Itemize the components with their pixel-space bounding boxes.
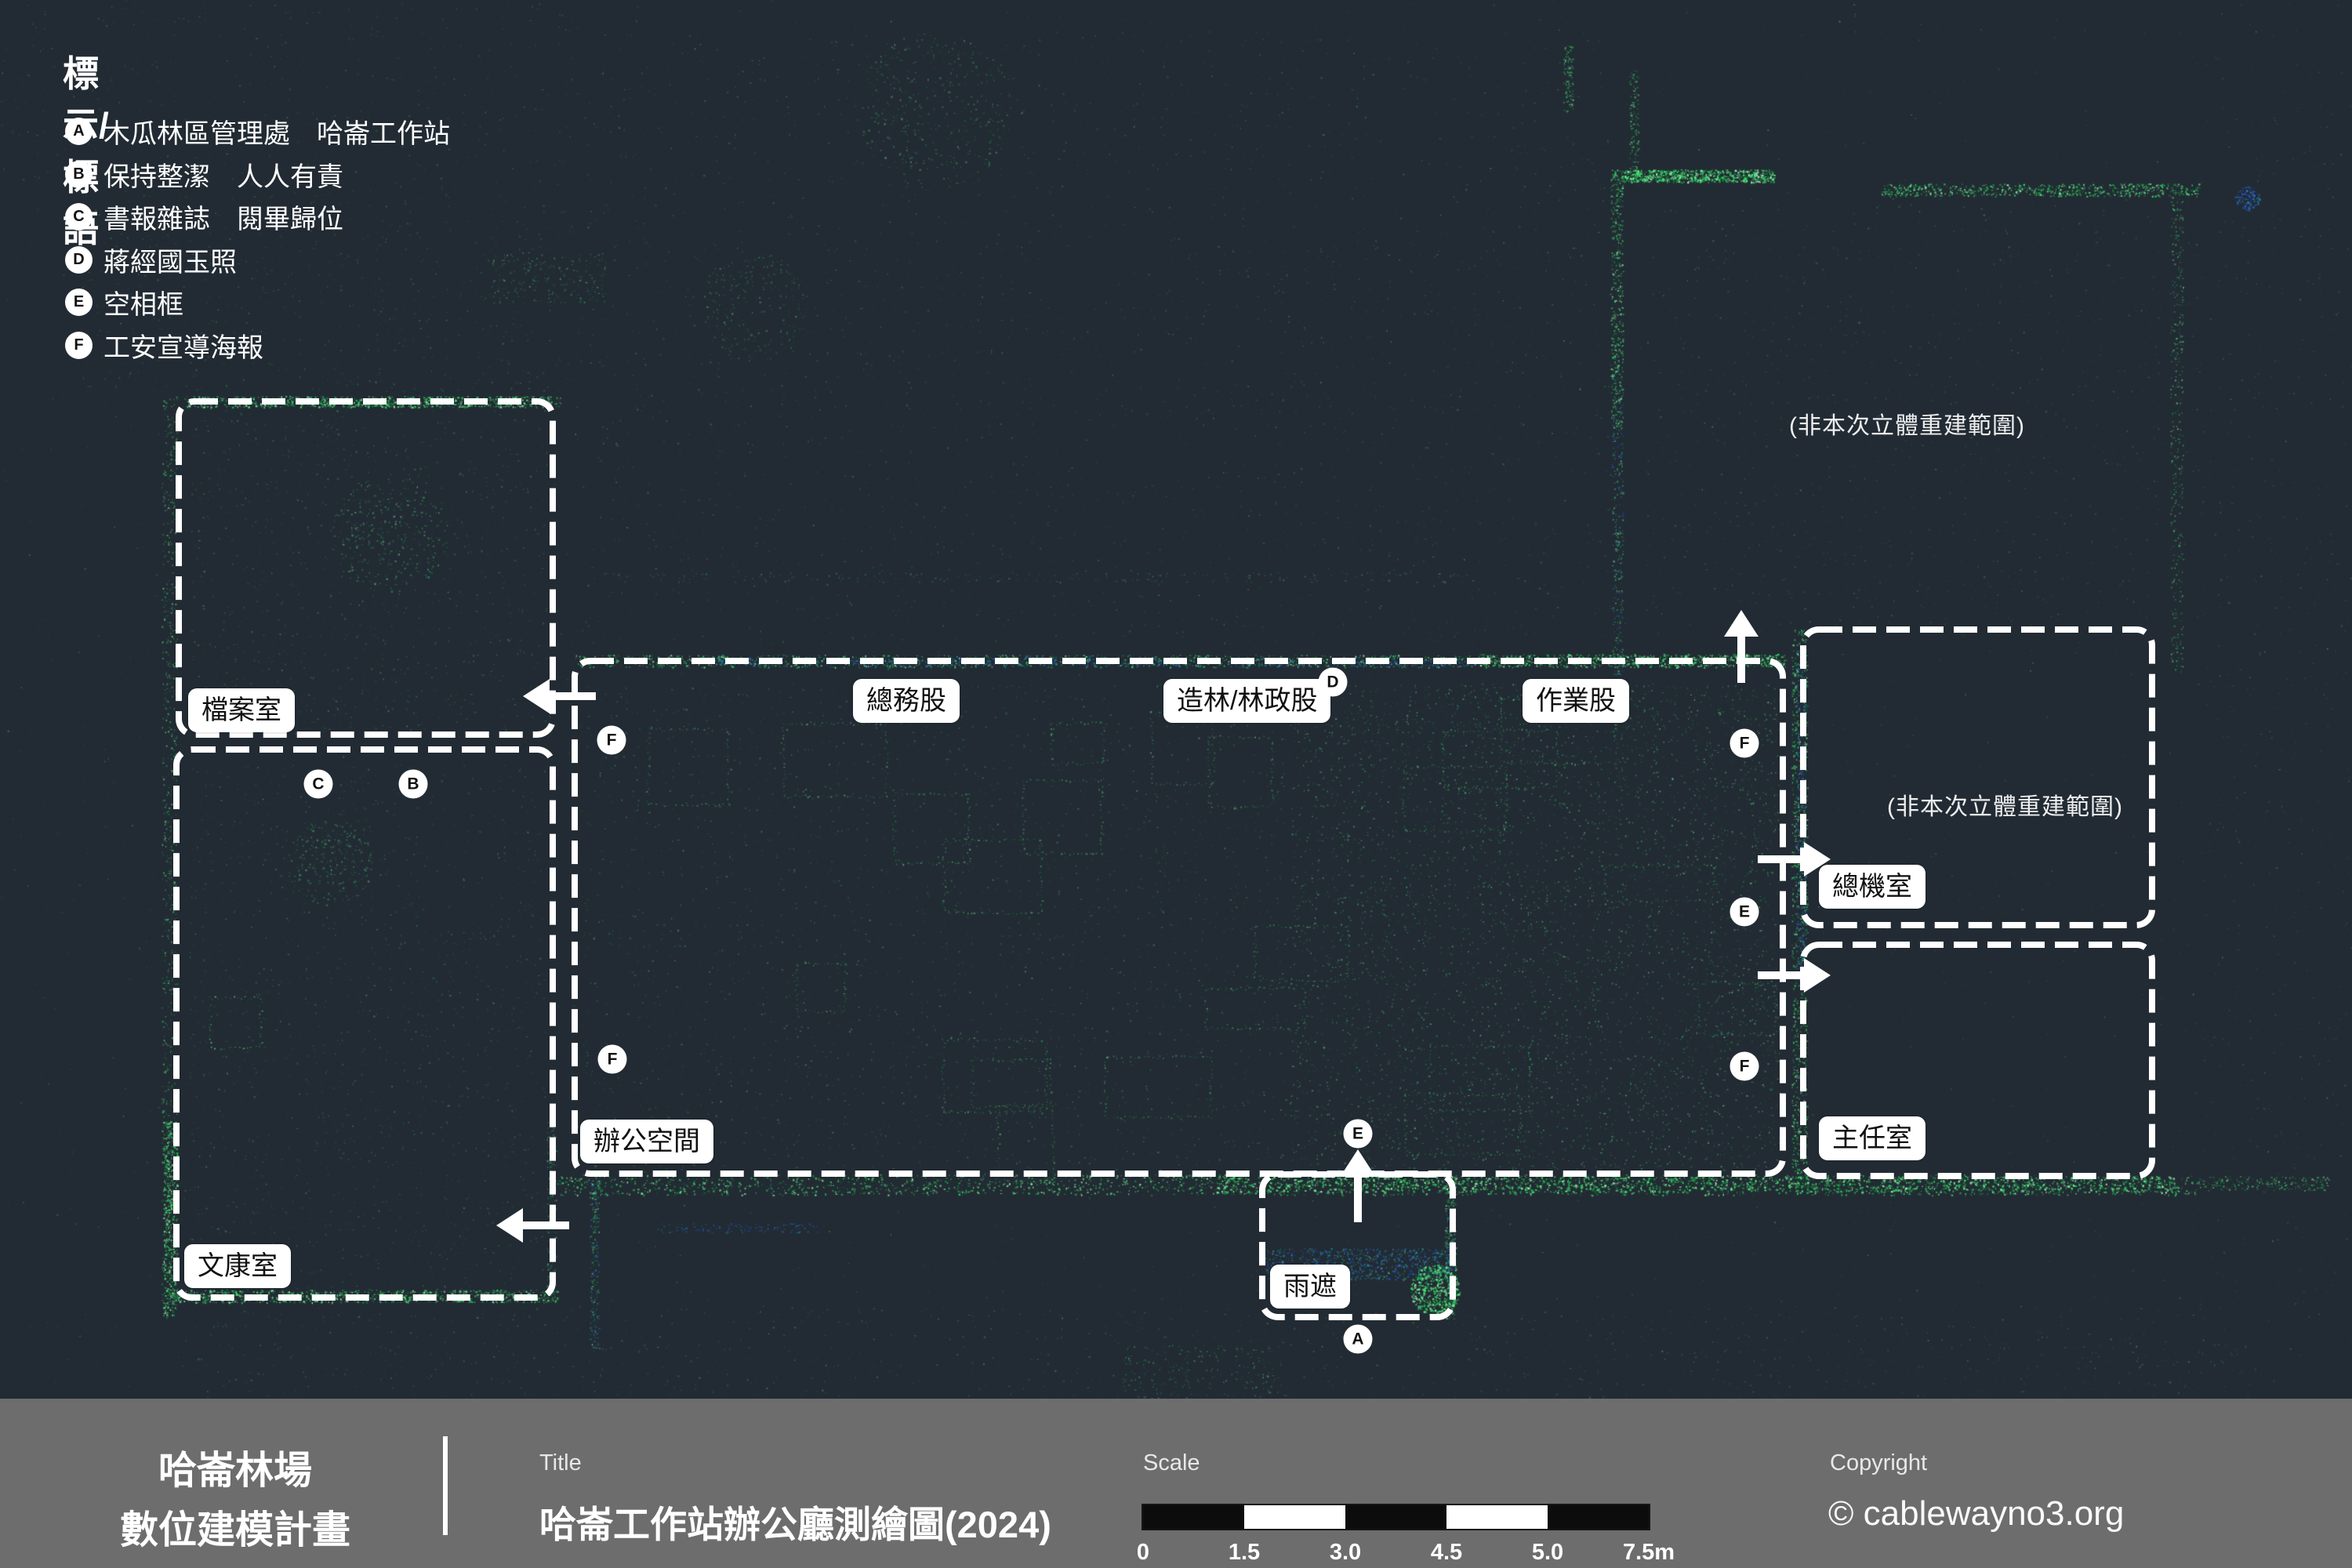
legend-marker-F: F (65, 331, 93, 359)
legend-marker-E: E (65, 289, 93, 316)
legend-item-text: 空相框 (103, 290, 183, 320)
room-label-rain-shelter: 雨遮 (1270, 1265, 1350, 1308)
map-marker-E-9: E (1730, 897, 1759, 927)
scale-tick-5.0: 5.0 (1531, 1540, 1564, 1565)
entrance-arrow-2-left (496, 1208, 569, 1243)
scale-tick-1.5: 1.5 (1228, 1540, 1261, 1565)
map-marker-F-4: F (597, 1044, 627, 1074)
legend-item-text: 木瓜林區管理處 哈崙工作站 (103, 119, 450, 149)
room-label-office: 辦公空間 (580, 1120, 713, 1163)
legend-marker-A: A (65, 118, 93, 145)
scale-tick-0: 0 (1136, 1540, 1150, 1565)
scale-tick-7.5m: 7.5m (1622, 1540, 1675, 1565)
entrance-arrow-5-right (1758, 958, 1831, 993)
map-marker-B-2: B (398, 769, 428, 799)
copyright-field-label: Copyright (1830, 1450, 1928, 1475)
scale-field-label: Scale (1143, 1450, 1200, 1475)
scale-segment-5 (1548, 1505, 1649, 1529)
copyright-value: © cablewayno3.org (1828, 1494, 2125, 1533)
entrance-arrow-3-up (1724, 610, 1759, 683)
legend-item-text: 保持整潔 人人有責 (103, 162, 343, 192)
room-outline-switchboard (1800, 626, 2155, 928)
entrance-arrow-6-up (1341, 1149, 1375, 1222)
room-label-recreation: 文康室 (184, 1244, 291, 1288)
entrance-arrow-4-right (1758, 842, 1831, 877)
room-outline-office (572, 658, 1786, 1177)
map-marker-A-7: A (1343, 1324, 1373, 1354)
scale-segment-1 (1143, 1505, 1244, 1529)
floorplan-map: 檔案室文康室 辦公空間雨遮 總機室主任室 總務股 造林/林政股 作業股 (非本次立體重建範圍… (0, 0, 2352, 1399)
scale-segment-2 (1244, 1505, 1345, 1529)
note-2: (非本次立體重建範圍) (1887, 794, 2123, 820)
map-marker-F-10: F (1730, 1051, 1759, 1081)
room-outline-director (1800, 942, 2155, 1179)
room-label-switchboard: 總機室 (1819, 865, 1926, 909)
legend-item-E: E 空相框 (65, 283, 183, 321)
legend-item-D: D 蔣經國玉照 (65, 241, 237, 279)
scale-segment-3 (1345, 1505, 1446, 1529)
map-marker-F-8: F (1730, 728, 1759, 758)
room-label-director: 主任室 (1819, 1116, 1926, 1160)
room-label-archive: 檔案室 (188, 688, 295, 732)
legend-item-F: F 工安宣導海報 (65, 326, 263, 365)
legend-marker-B: B (65, 160, 93, 188)
legend-marker-D: D (65, 245, 93, 274)
legend-item-B: B 保持整潔 人人有責 (65, 155, 343, 194)
scale-tick-4.5: 4.5 (1430, 1540, 1463, 1565)
room-outline-recreation (173, 746, 556, 1301)
map-marker-C-1: C (303, 769, 333, 799)
floorplan-vector-layer (173, 398, 2155, 1320)
scale-tick-3.0: 3.0 (1329, 1540, 1362, 1565)
legend-item-text: 書報雜誌 閱畢歸位 (103, 205, 343, 234)
room-outline-archive (176, 398, 556, 738)
title-field-label: Title (539, 1450, 582, 1475)
legend-item-C: C 書報雜誌 閱畢歸位 (65, 198, 343, 236)
footer-divider (443, 1436, 448, 1535)
entrance-arrow-1-left (523, 679, 596, 713)
legend-item-text: 工安宣導海報 (103, 332, 263, 363)
map-marker-E-6: E (1343, 1119, 1373, 1149)
scale-segment-4 (1446, 1505, 1548, 1529)
project-name-line1: 哈崙林場 (158, 1450, 312, 1492)
section-label-operations: 作業股 (1523, 679, 1629, 723)
project-name-line2: 數位建模計畫 (119, 1509, 350, 1552)
legend-marker-C: C (65, 203, 93, 230)
section-label-general-affairs: 總務股 (853, 679, 960, 723)
title-block: 哈崙林場 數位建模計畫 Title 哈崙工作站辦公廳測繪圖(2024) Scal… (0, 1399, 2352, 1568)
legend-item-text: 蔣經國玉照 (103, 247, 237, 278)
section-label-forestry: 造林/林政股 (1163, 679, 1331, 723)
note-1: (非本次立體重建範圍) (1789, 413, 2025, 439)
project-name-block: 哈崙林場 數位建模計畫 (47, 1399, 423, 1568)
map-marker-F-3: F (597, 725, 626, 755)
sheet-title: 哈崙工作站辦公廳測繪圖(2024) (539, 1504, 1051, 1545)
map-marker-D-5: D (1318, 667, 1348, 697)
scale-bar (1142, 1504, 1650, 1530)
legend-item-A: A 木瓜林區管理處 哈崙工作站 (65, 112, 450, 151)
